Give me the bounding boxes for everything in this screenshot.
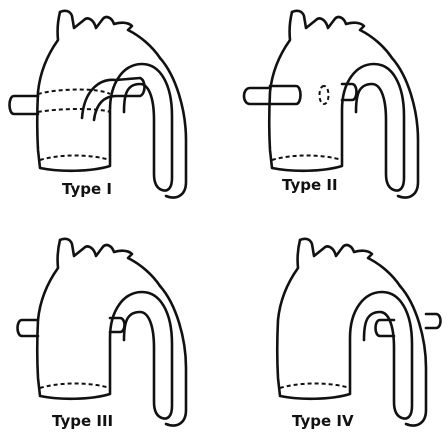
right-side-stub bbox=[18, 320, 39, 336]
panel-label: Type II bbox=[282, 176, 338, 194]
cut-line-top bbox=[38, 90, 110, 95]
right-side-tube bbox=[244, 88, 270, 104]
cut-line-base bbox=[40, 156, 110, 161]
panel-label: Type IV bbox=[292, 412, 354, 430]
aortic-arch-top-branches bbox=[292, 11, 392, 58]
aortic-arch-top-branches bbox=[300, 239, 400, 286]
panel-type-3: Type III bbox=[18, 239, 187, 430]
cut-ring bbox=[320, 86, 329, 104]
graft-stub-left bbox=[270, 86, 301, 104]
cut-line-base bbox=[272, 156, 342, 161]
panel-label: Type III bbox=[52, 412, 113, 430]
panel-type-4: Type IV bbox=[277, 239, 440, 430]
aortic-arch-top-branches bbox=[60, 11, 160, 58]
cut-line-base bbox=[280, 384, 350, 389]
aortic-arch-outline bbox=[37, 12, 172, 191]
panel-type-1: Type I bbox=[10, 11, 187, 198]
cut-line-mid bbox=[38, 109, 110, 112]
aortic-arch-outline bbox=[269, 12, 404, 191]
aortic-arch-outline bbox=[37, 240, 172, 419]
right-side-tube bbox=[10, 96, 39, 114]
panel-type-2: Type II bbox=[244, 11, 418, 198]
outer-stub bbox=[426, 314, 441, 328]
aortic-arch-top-branches bbox=[60, 239, 160, 286]
panel-label: Type I bbox=[62, 180, 112, 198]
aortic-arch-outline bbox=[277, 240, 412, 419]
cut-line-base bbox=[40, 384, 110, 389]
